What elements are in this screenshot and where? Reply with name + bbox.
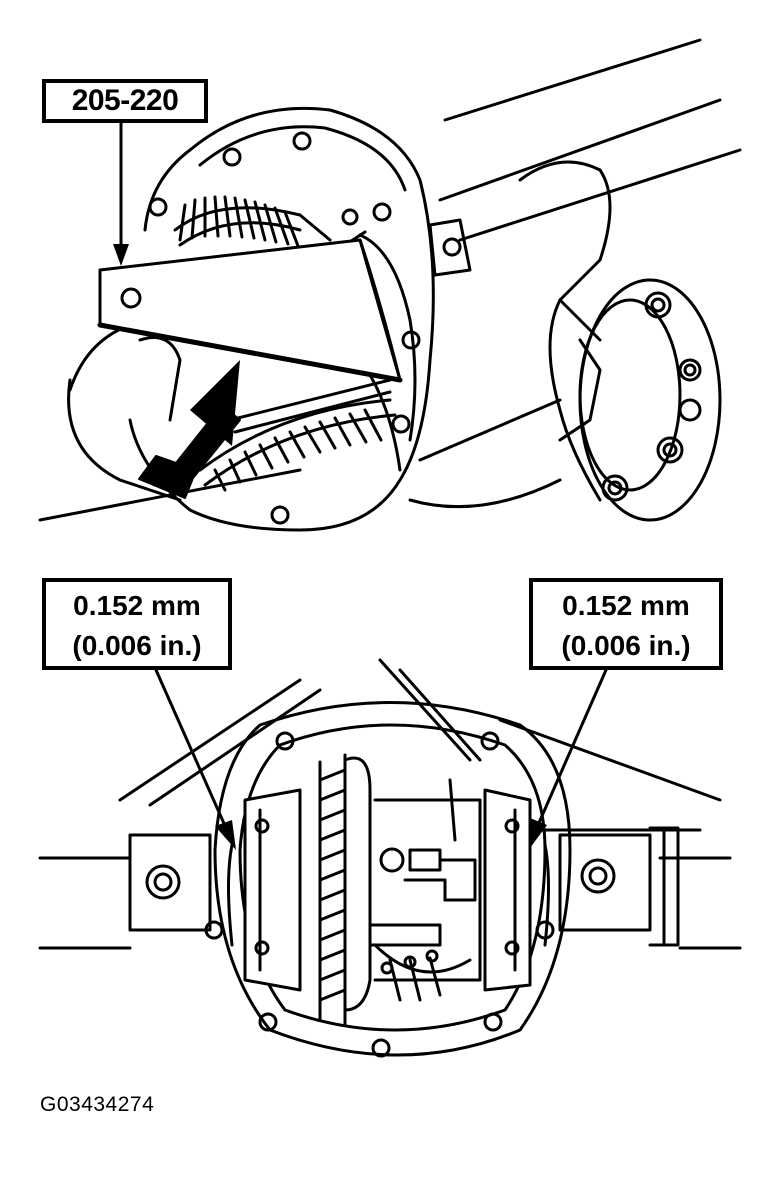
top-ring-gear — [138, 195, 397, 492]
tool-number-callout: 205-220 — [42, 79, 208, 123]
right-clearance-callout: 0.152 mm (0.006 in.) — [529, 578, 723, 670]
bottom-cover-flange — [204, 701, 572, 1058]
tool-leader-arrow — [113, 121, 129, 266]
bottom-carrier — [227, 753, 550, 1027]
left-clearance-imperial: (0.006 in.) — [72, 630, 202, 661]
bottom-axle-housing — [38, 658, 742, 950]
left-clearance-leader — [154, 668, 236, 850]
top-tool-bar — [97, 218, 472, 383]
top-axle-housing — [38, 38, 742, 522]
left-clearance-metric: 0.152 mm — [73, 590, 201, 621]
right-clearance-metric: 0.152 mm — [562, 590, 690, 621]
right-clearance-imperial: (0.006 in.) — [561, 630, 691, 661]
figure-id-label: G03434274 — [40, 1093, 155, 1116]
big-direction-arrow-head — [190, 360, 240, 446]
tool-number-label: 205-220 — [71, 84, 179, 117]
right-clearance-leader — [530, 668, 608, 848]
top-axle-flange — [548, 278, 722, 522]
top-cover-flange — [128, 106, 435, 532]
left-clearance-callout: 0.152 mm (0.006 in.) — [42, 578, 232, 670]
